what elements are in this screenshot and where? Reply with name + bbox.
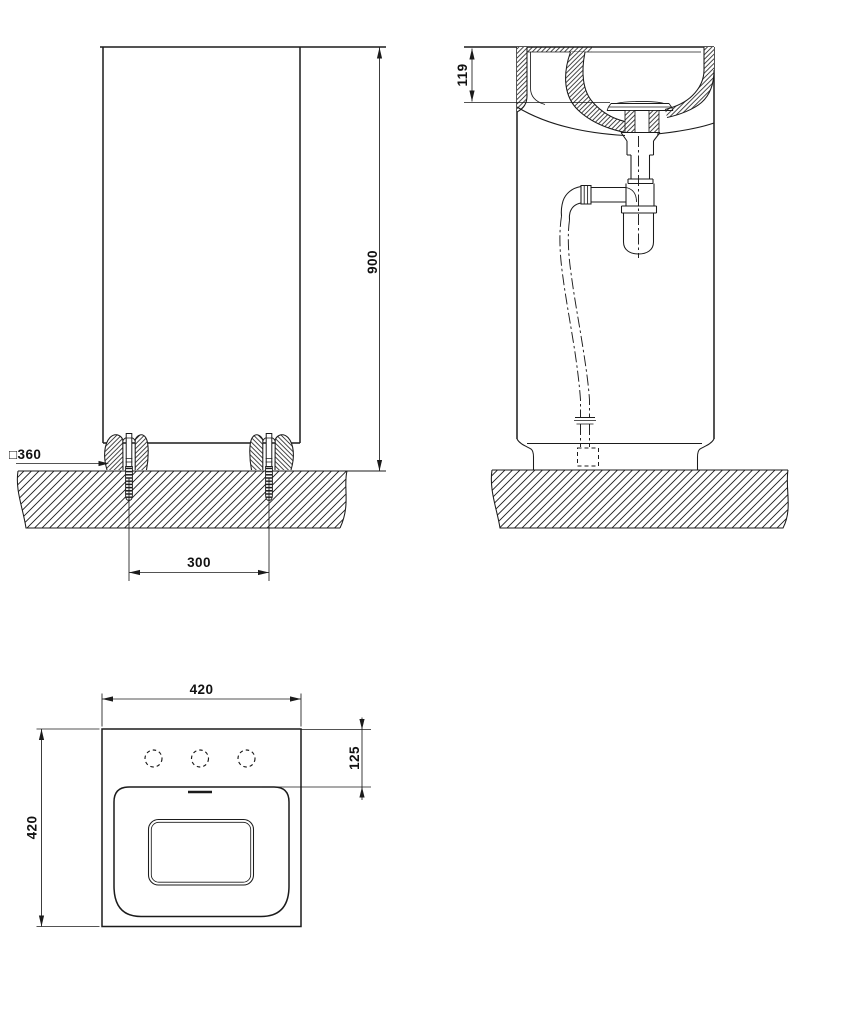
floor-hatch-side (491, 470, 789, 528)
wall-section-left (517, 47, 527, 112)
drain-recess (147, 818, 255, 886)
dimension-overall-height: 900 (365, 47, 383, 471)
dim-plan-depth-label: 420 (25, 816, 40, 840)
flexible-hose (559, 215, 599, 467)
floor-outline-side (490, 469, 789, 529)
dim-overall-height-label: 900 (365, 250, 380, 274)
rim-section (527, 47, 592, 52)
plan-view: 420 420 125 (25, 682, 371, 928)
bowl-underside (516, 106, 715, 137)
floor-outlet-opening (577, 447, 599, 467)
leader-fixing-plate: □360 (9, 447, 109, 467)
dimension-basin-depth: 119 (455, 48, 610, 103)
floor-outline (16, 470, 348, 529)
overflow-channel-line (530, 52, 546, 105)
dim-basin-depth-label: 119 (455, 64, 470, 87)
wall-section-right (665, 47, 714, 118)
floor-hatch (17, 471, 347, 528)
plan-outline (101, 728, 302, 928)
basin-rim (113, 786, 290, 918)
dimension-fixing-centres: 300 (128, 478, 270, 581)
dimension-plan-depth: 420 (25, 728, 100, 927)
basin-body-outline (100, 46, 386, 444)
dimension-tap-deck: 125 (262, 717, 371, 800)
dim-fixing-centres-label: 300 (187, 555, 211, 570)
front-view: 900 □360 300 (9, 46, 386, 581)
basin-wall-section (565, 52, 625, 133)
dimension-plan-width: 420 (101, 682, 302, 727)
dim-tap-deck-label: 125 (347, 746, 362, 770)
drain-trap (560, 131, 661, 258)
tap-hole-left (144, 749, 163, 768)
dim-plan-width-label: 420 (190, 682, 214, 697)
side-view: 119 (455, 46, 789, 529)
tap-holes (144, 749, 256, 768)
tap-hole-centre (190, 749, 210, 768)
tap-hole-right (237, 749, 256, 768)
waste-strainer (606, 101, 674, 133)
dim-fixing-plate-label: □360 (9, 447, 41, 462)
pedestal-base (516, 438, 715, 470)
